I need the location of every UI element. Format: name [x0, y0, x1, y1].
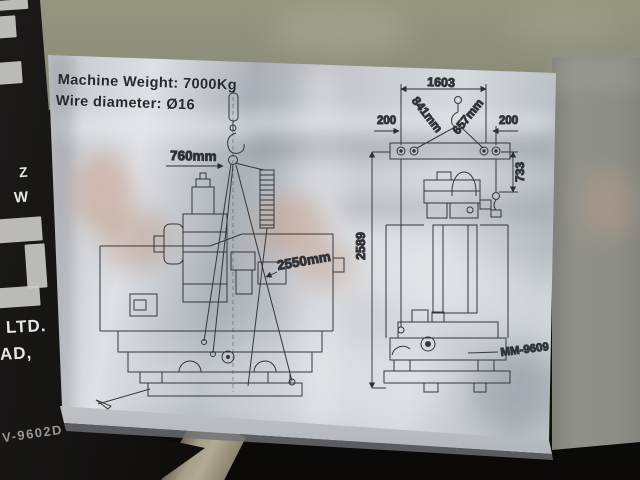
drawing-number-label: MM-9609: [500, 341, 550, 359]
reflection-blob-finger: [295, 238, 355, 290]
wall-light-reflection: [270, 2, 410, 57]
panel-fragment-ad: AD,: [0, 343, 33, 364]
dim-2550-label: 2550mm: [276, 249, 332, 273]
dim-200-left-label: 200: [377, 115, 396, 127]
panel-label-bar: [0, 216, 43, 244]
machine-side-panel: [552, 58, 640, 450]
dim-733-label: 733: [513, 162, 527, 182]
panel-fragment-w: W: [13, 188, 29, 207]
front-view-drawing: 1603 200 200 841mm 657mm 733: [354, 75, 550, 393]
panel-fragment-z: Z: [18, 163, 29, 181]
dim-841-label: 841mm: [409, 94, 446, 135]
panel-label-bar: [24, 243, 48, 289]
side-panel-highlight: [552, 58, 640, 92]
reflection-blob-finger: [100, 208, 172, 270]
dim-760-label: 760mm: [170, 148, 217, 164]
reflection-blob-finger: [72, 152, 134, 232]
panel-label-bar: [0, 0, 29, 12]
panel-label-bar: [0, 15, 17, 39]
dim-2589-label: 2589: [354, 232, 368, 260]
panel-label-bar: [0, 61, 23, 85]
panel-label-bar: [0, 285, 41, 309]
reflection-blob: [578, 168, 636, 240]
dim-200-right-label: 200: [499, 115, 518, 127]
dim-1603-label: 1603: [427, 75, 455, 90]
reflection-shadow-band: [340, 196, 556, 222]
wall-light-reflection: [510, 0, 620, 45]
side-view-drawing: 760mm 2550mm: [95, 90, 345, 410]
panel-fragment-ltd: LTD.: [5, 315, 47, 338]
